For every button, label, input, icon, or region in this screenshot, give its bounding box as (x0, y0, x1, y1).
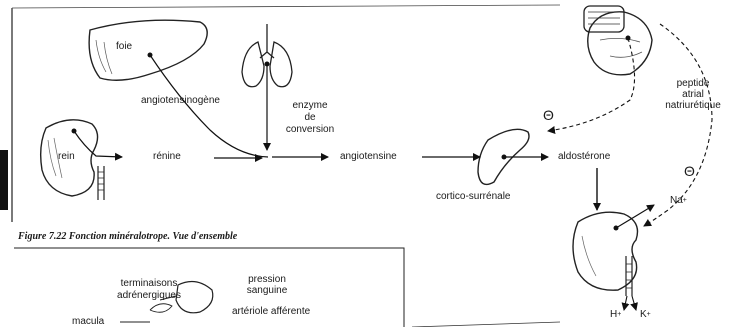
k-ion-label: K+ (640, 309, 651, 320)
kidney-icon-2 (573, 212, 638, 296)
arrow-k-out (632, 296, 636, 310)
liver-label: foie (116, 41, 132, 52)
enzyme-label-2: de (278, 112, 342, 123)
macula-label: macula (72, 316, 104, 327)
aldosterone-label: aldostérone (558, 151, 610, 162)
figure-caption: Figure 7.22 Fonction minéralotrope. Vue … (18, 231, 237, 242)
scan-edge-mark (0, 150, 8, 210)
arrow-na-out (616, 205, 654, 228)
h-ion-label: H+ (610, 309, 621, 320)
inhibit-symbol-adrenal: Θ (543, 110, 554, 121)
liver-icon (89, 20, 207, 80)
adrenal-label: cortico-surrénale (436, 191, 510, 202)
pressure-label-2: sanguine (232, 285, 302, 296)
inhibit-symbol-kidney: Θ (684, 166, 695, 177)
macula-icon (150, 304, 172, 313)
enzyme-label-1: enzyme (278, 100, 342, 111)
terminals-label-2: adrénergiques (104, 290, 194, 301)
anp-label-1: peptide (658, 78, 728, 89)
arteriole-label: artériole afférente (232, 306, 310, 317)
angiotensin-label: angiotensine (340, 151, 397, 162)
dashed-arrow-anp-to-adrenal (548, 38, 635, 131)
heart-icon (584, 6, 652, 75)
enzyme-label-3: conversion (278, 124, 342, 135)
terminals-label-1: terminaisons (104, 278, 194, 289)
pressure-label-1: pression (232, 274, 302, 285)
na-ion-label: Na+ (670, 195, 687, 206)
anp-label-3: natriurétique (658, 100, 728, 111)
frame-top-line (12, 5, 560, 8)
renin-label: rénine (153, 151, 181, 162)
angiotensinogen-label: angiotensinogène (141, 95, 220, 106)
arrow-liver-to-angiotensinogen (150, 55, 268, 157)
kidney-label: rein (58, 151, 75, 162)
lower-right-line (412, 322, 560, 327)
arrow-h-out (624, 296, 627, 310)
anp-label-2: atrial (658, 89, 728, 100)
